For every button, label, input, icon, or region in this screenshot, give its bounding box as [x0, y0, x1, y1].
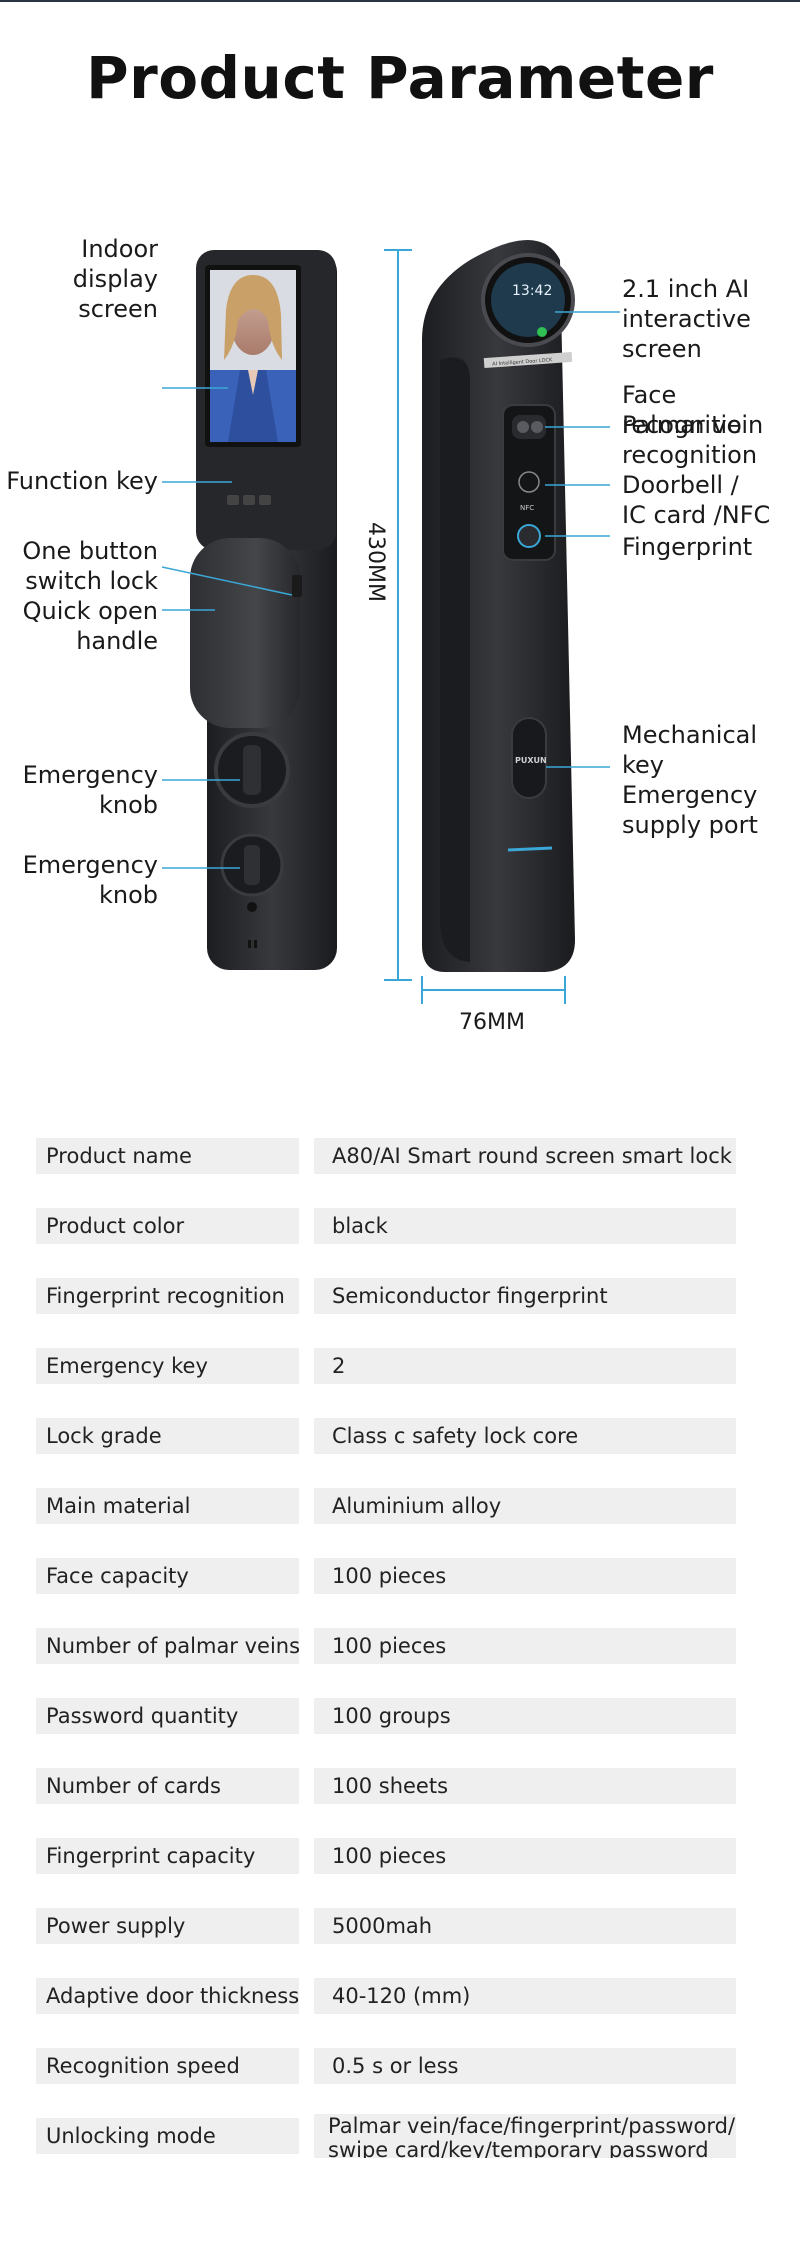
page-title: Product Parameter: [86, 44, 714, 112]
spec-value: Semiconductor fingerprint: [314, 1278, 736, 1314]
label-fingerprint: Fingerprint: [622, 533, 753, 561]
spec-row: Product color black: [36, 1208, 736, 1244]
spec-row: Power supply 5000mah: [36, 1908, 736, 1944]
spec-name: Product color: [36, 1208, 299, 1244]
label-quick-open-handle: Quick open handle: [22, 597, 158, 655]
label-face-recognition: Face recognitio: [622, 381, 742, 439]
label-emergency-knob-2: Emergency knob: [22, 851, 158, 909]
spec-value: 0.5 s or less: [314, 2048, 736, 2084]
height-dimension: [384, 249, 412, 981]
spec-name: Lock grade: [36, 1418, 299, 1454]
label-indoor-display: Indoor display screen: [72, 235, 158, 323]
spec-value: Palmar vein/face/fingerprint/password/ s…: [314, 2114, 736, 2158]
spec-row: Fingerprint capacity 100 pieces: [36, 1838, 736, 1874]
spec-name: Power supply: [36, 1908, 299, 1944]
spec-value: 40-120 (mm): [314, 1978, 736, 2014]
spec-name: Password quantity: [36, 1698, 299, 1734]
spec-name: Recognition speed: [36, 2048, 299, 2084]
left-leader-lines: [161, 387, 293, 869]
label-palmar-vein: Palmar vein recognition: [622, 411, 764, 469]
screen-time: 13:42: [512, 283, 552, 299]
lock-illustration: 13:42 NFC PUXUN AI Intelligent Door LOCK: [161, 240, 620, 1004]
label-emergency-knob-1: Emergency knob: [22, 761, 158, 819]
label-mechanical-key: Mechanical key Emergency supply port: [622, 721, 758, 839]
spec-row: Recognition speed 0.5 s or less: [36, 2048, 736, 2084]
strip-text: AI Intelligent Door LOCK: [492, 357, 553, 367]
spec-value: 2: [314, 1348, 736, 1384]
spec-row: Number of cards 100 sheets: [36, 1768, 736, 1804]
spec-value: 100 pieces: [314, 1628, 736, 1664]
label-ai-screen: 2.1 inch AI interactive screen: [622, 275, 751, 363]
width-dimension-label: 76MM: [459, 1010, 525, 1035]
spec-row: Lock grade Class c safety lock core: [36, 1418, 736, 1454]
spec-row: Unlocking mode Palmar vein/face/fingerpri…: [36, 2114, 736, 2158]
spec-name: Unlocking mode: [36, 2118, 299, 2154]
spec-value: 100 groups: [314, 1698, 736, 1734]
spec-name: Number of palmar veins: [36, 1628, 299, 1664]
spec-name: Fingerprint recognition: [36, 1278, 299, 1314]
spec-row: Face capacity 100 pieces: [36, 1558, 736, 1594]
product-diagram: 13:42 NFC PUXUN AI Intelligent Door LOCK…: [0, 220, 800, 1040]
spec-name: Fingerprint capacity: [36, 1838, 299, 1874]
spec-value: Class c safety lock core: [314, 1418, 736, 1454]
spec-value: black: [314, 1208, 736, 1244]
spec-name: Face capacity: [36, 1558, 299, 1594]
spec-name: Adaptive door thickness: [36, 1978, 299, 2014]
spec-row: Number of palmar veins 100 pieces: [36, 1628, 736, 1664]
spec-row: Fingerprint recognition Semiconductor fin…: [36, 1278, 736, 1314]
spec-name: Emergency key: [36, 1348, 299, 1384]
spec-table: Product name A80/AI Smart round screen sm…: [36, 1138, 736, 2188]
indoor-lock-body: [190, 250, 337, 970]
height-dimension-label: 430MM: [363, 522, 388, 602]
spec-row: Password quantity 100 groups: [36, 1698, 736, 1734]
spec-row: Adaptive door thickness 40-120 (mm): [36, 1978, 736, 2014]
label-one-button-switch-lock: One button switch lock: [22, 537, 158, 595]
spec-value: 100 sheets: [314, 1768, 736, 1804]
label-doorbell-nfc: Doorbell / IC card /NFC: [622, 471, 771, 529]
spec-name: Number of cards: [36, 1768, 299, 1804]
nfc-label: NFC: [520, 504, 534, 512]
spec-row: Product name A80/AI Smart round screen sm…: [36, 1138, 736, 1174]
label-function-key: Function key: [6, 467, 158, 495]
top-border: [0, 0, 800, 2]
spec-value: 5000mah: [314, 1908, 736, 1944]
width-dimension: [421, 976, 566, 1004]
spec-value: 100 pieces: [314, 1558, 736, 1594]
spec-name: Product name: [36, 1138, 299, 1174]
spec-value: Aluminium alloy: [314, 1488, 736, 1524]
spec-row: Main material Aluminium alloy: [36, 1488, 736, 1524]
spec-name: Main material: [36, 1488, 299, 1524]
spec-row: Emergency key 2: [36, 1348, 736, 1384]
right-leader-lines: [545, 311, 620, 768]
spec-value: 100 pieces: [314, 1838, 736, 1874]
brand-logo: PUXUN: [515, 756, 547, 765]
spec-value: A80/AI Smart round screen smart lock: [314, 1138, 736, 1174]
outdoor-lock-body: [422, 240, 575, 972]
